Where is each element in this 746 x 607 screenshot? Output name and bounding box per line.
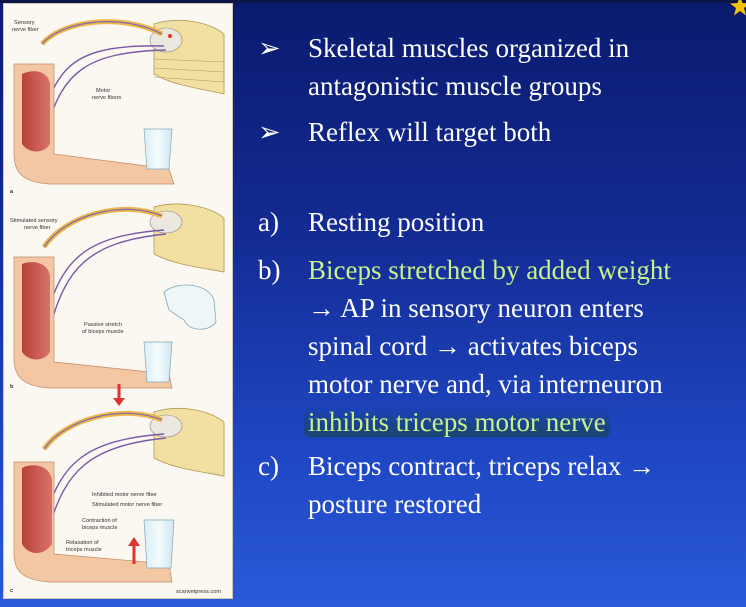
label-sensory: Sensory — [14, 20, 35, 26]
label-stimulated-motor: Stimulated motor nerve fiber — [92, 502, 162, 508]
reflex-figure: Sensory nerve fiber Motor nerve fibers a… — [3, 3, 233, 599]
item-b-line-4: motor nerve and, via interneuron — [308, 369, 663, 399]
label-passive-stretch: Passive stretch — [84, 322, 122, 328]
label-motor: Motor — [96, 88, 110, 94]
item-b-label: b) — [258, 255, 281, 285]
panel-b: Stimulated sensory nerve fiber Passive s… — [10, 203, 225, 406]
top-border — [0, 0, 746, 3]
item-c-line-1: Biceps contract, triceps relax → — [308, 451, 656, 481]
bullet-2-line-1: Reflex will target both — [308, 117, 552, 147]
label-triceps-muscle: triceps muscle — [66, 547, 102, 553]
item-a-label: a) — [258, 207, 279, 237]
panel-letter-c: c — [10, 588, 13, 594]
item-c-line-2: posture restored — [308, 489, 482, 519]
panel-a: Sensory nerve fiber Motor nerve fibers a — [10, 19, 225, 195]
label-of-biceps: of biceps muscle — [82, 329, 124, 335]
label-relaxation-of: Relaxation of — [66, 540, 99, 546]
bullet-1-line-2: antagonistic muscle groups — [308, 71, 602, 101]
item-a-text: Resting position — [308, 207, 485, 237]
panel-letter-a: a — [10, 189, 14, 195]
label-b-nerve-fiber: nerve fiber — [24, 225, 51, 231]
star-icon — [730, 0, 746, 16]
figure-credit: scanvetpress.com — [176, 589, 221, 595]
label-motor-fibers: nerve fibers — [92, 95, 121, 101]
panel-letter-b: b — [10, 384, 14, 390]
panel-c: Inhibited motor nerve fiber Stimulated m… — [10, 407, 225, 595]
figure-illustration: Sensory nerve fiber Motor nerve fibers a… — [10, 19, 225, 595]
highlighted-text: inhibits triceps motor nerve — [304, 407, 610, 437]
label-inhibited-motor: Inhibited motor nerve fiber — [92, 492, 157, 498]
label-stimulated-sensory: Stimulated sensory — [10, 218, 58, 224]
label-contraction-of: Contraction of — [82, 518, 117, 524]
item-c-label: c) — [258, 451, 279, 481]
item-b-line-2: → AP in sensory neuron enters — [308, 293, 644, 323]
arrow-bullet-icon: ➢ — [258, 33, 281, 63]
label-c-biceps-muscle: biceps muscle — [82, 525, 117, 531]
item-b-line-3: spinal cord → activates biceps — [308, 331, 638, 361]
label-nerve-fiber: nerve fiber — [12, 27, 39, 33]
item-b-line-1: Biceps stretched by added weight — [308, 255, 671, 285]
bullet-1-line-1: Skeletal muscles organized in — [308, 33, 630, 63]
item-b-line-5: inhibits triceps motor nerve — [304, 404, 610, 440]
arrow-bullet-icon: ➢ — [258, 117, 281, 147]
